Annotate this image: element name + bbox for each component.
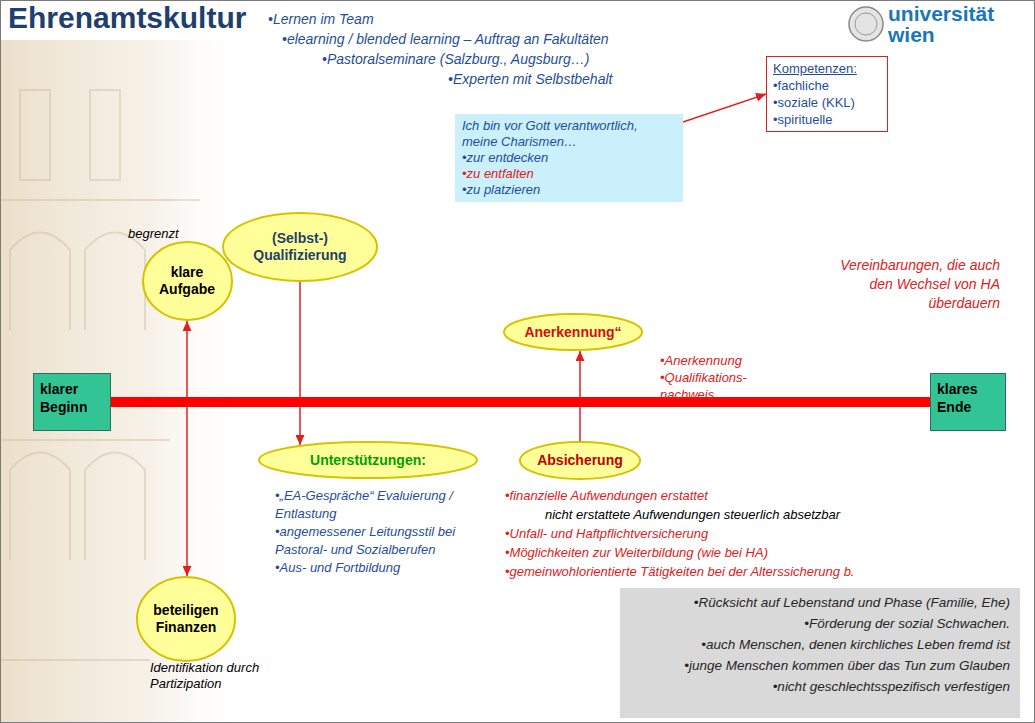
- protection-ellipse: Absicherung: [519, 441, 641, 480]
- slide-title: Ehrenamtskultur: [8, 0, 246, 36]
- end-box: klares Ende: [930, 373, 1006, 431]
- node-text: •nicht geschlechtsspezifisch verfestigen: [630, 676, 1010, 697]
- ellipse-text-area: Absicherung: [519, 441, 641, 480]
- ellipse-text-area: Unterstützungen:: [258, 441, 478, 479]
- note-column: •„EA-Gespräche“ Evaluierung / Entlastung…: [275, 487, 460, 577]
- node-text: klares Ende: [937, 380, 999, 416]
- bullet-note: •Unfall- und Haftpflichtversicherung: [505, 524, 975, 543]
- connector: [579, 351, 581, 441]
- node-text: •junge Menschen kommen über das Tun zum …: [630, 655, 1010, 676]
- bullet-note: •Anerkennung: [660, 352, 770, 369]
- agreement-note: Vereinbarungen, die auch den Wechsel von…: [830, 256, 1000, 313]
- building-arches: [0, 90, 200, 660]
- bullet-note: •„EA-Gespräche“ Evaluierung / Entlastung: [275, 487, 460, 523]
- ellipse-text-area: (Selbst-) Qualifizierung: [222, 212, 378, 282]
- finance-ellipse: beteiligen Finanzen: [136, 576, 236, 662]
- bullet-note: •Aus- und Fortbildung: [275, 559, 460, 577]
- ellipse-text-column: klare Aufgabe: [152, 264, 222, 298]
- ellipse-text-area: klare Aufgabe: [142, 241, 233, 321]
- bullet-note: •gemeinwohlorientierte Tätigkeiten bei d…: [505, 562, 975, 581]
- node-text: •auch Menschen, denen kirchliches Leben …: [630, 634, 1010, 655]
- ellipse-shape: [143, 242, 232, 320]
- university-seal: [849, 7, 883, 41]
- note-column: •finanzielle Aufwendungen erstattetnicht…: [505, 486, 975, 581]
- recognition-ellipse: Anerkennung“: [503, 313, 643, 351]
- node-text: •soziale (KKL): [773, 94, 881, 111]
- logo-text: wien: [888, 23, 935, 47]
- connector: [299, 282, 301, 445]
- node-text: klarer Beginn: [40, 380, 104, 416]
- ellipse-text-area: Anerkennung“: [503, 313, 643, 351]
- ellipse-text-column: Absicherung: [537, 452, 623, 469]
- node-text: •Förderung der sozial Schwachen.: [630, 613, 1010, 634]
- bullet-note: •finanzielle Aufwendungen erstattet: [505, 486, 975, 505]
- ellipse-text: (Selbst-) Qualifizierung: [240, 230, 360, 264]
- bullet-note: •Experten mit Selbstbehalt: [448, 71, 612, 87]
- ellipse-shape: [259, 442, 477, 478]
- side-note: begrenzt: [128, 226, 179, 241]
- ellipse-text-column: (Selbst-) Qualifizierung: [240, 230, 360, 264]
- charisma-box: Ich bin vor Gott verantwortlich, meine C…: [455, 114, 683, 202]
- node-text: •zu entfalten: [462, 166, 676, 182]
- ellipse-shape: [520, 442, 640, 479]
- connector: [186, 321, 188, 576]
- node-text: •fachliche: [773, 77, 881, 94]
- ellipse-text: Absicherung: [537, 452, 623, 469]
- node-text: •spirituelle: [773, 111, 881, 128]
- ellipse-text: klare Aufgabe: [152, 264, 222, 298]
- start-box: klarer Beginn: [33, 373, 111, 431]
- bullet-note: •angemessener Leitungsstil bei Pastoral-…: [275, 523, 460, 559]
- node-text: Ich bin vor Gott verantwortlich, meine C…: [462, 118, 676, 150]
- ellipse-shape: [223, 213, 377, 281]
- node-text: •zu platzieren: [462, 182, 676, 198]
- bullet-note: •Pastoralseminare (Salzburg., Augsburg…): [322, 51, 589, 67]
- bullet-note: •Qualifikations- nachweis: [660, 369, 770, 403]
- note-box: •Rücksicht auf Lebenstand und Phase (Fam…: [620, 588, 1020, 718]
- bullet-note: •Lernen im Team: [268, 11, 374, 27]
- building-photo: [0, 40, 250, 723]
- ellipse-shape: [504, 314, 642, 350]
- logo-text: universität: [888, 2, 994, 26]
- connector: [111, 397, 930, 407]
- side-note: Identifikation durch Partizipation: [150, 660, 270, 692]
- ellipse-text: beteiligen Finanzen: [146, 602, 226, 636]
- note-column: •Anerkennung•Qualifikations- nachweis: [660, 352, 770, 403]
- task-ellipse: klare Aufgabe: [142, 241, 233, 321]
- node-text: Kompetenzen:: [773, 60, 881, 77]
- ellipse-text: Anerkennung“: [524, 324, 621, 341]
- ellipse-text-column: Anerkennung“: [524, 324, 621, 341]
- connector: [683, 94, 766, 122]
- ellipse-text-column: Unterstützungen:: [310, 452, 426, 469]
- ellipse-text-area: beteiligen Finanzen: [136, 576, 236, 662]
- bullet-note: •Möglichkeiten zur Weiterbildung (wie be…: [505, 543, 975, 562]
- node-text: •zur entdecken: [462, 150, 676, 166]
- bullet-note: •elearning / blended learning – Auftrag …: [282, 31, 609, 47]
- support-ellipse: Unterstützungen:: [258, 441, 478, 479]
- ellipse-text-column: beteiligen Finanzen: [146, 602, 226, 636]
- sub-note: nicht erstattete Aufwendungen steuerlich…: [545, 505, 975, 524]
- ellipse-text: Unterstützungen:: [310, 452, 426, 469]
- qualification-ellipse: (Selbst-) Qualifizierung: [222, 212, 378, 282]
- node-text: •Rücksicht auf Lebenstand und Phase (Fam…: [630, 592, 1010, 613]
- ellipse-shape: [137, 577, 235, 661]
- competence-box: Kompetenzen:•fachliche•soziale (KKL)•spi…: [766, 56, 888, 132]
